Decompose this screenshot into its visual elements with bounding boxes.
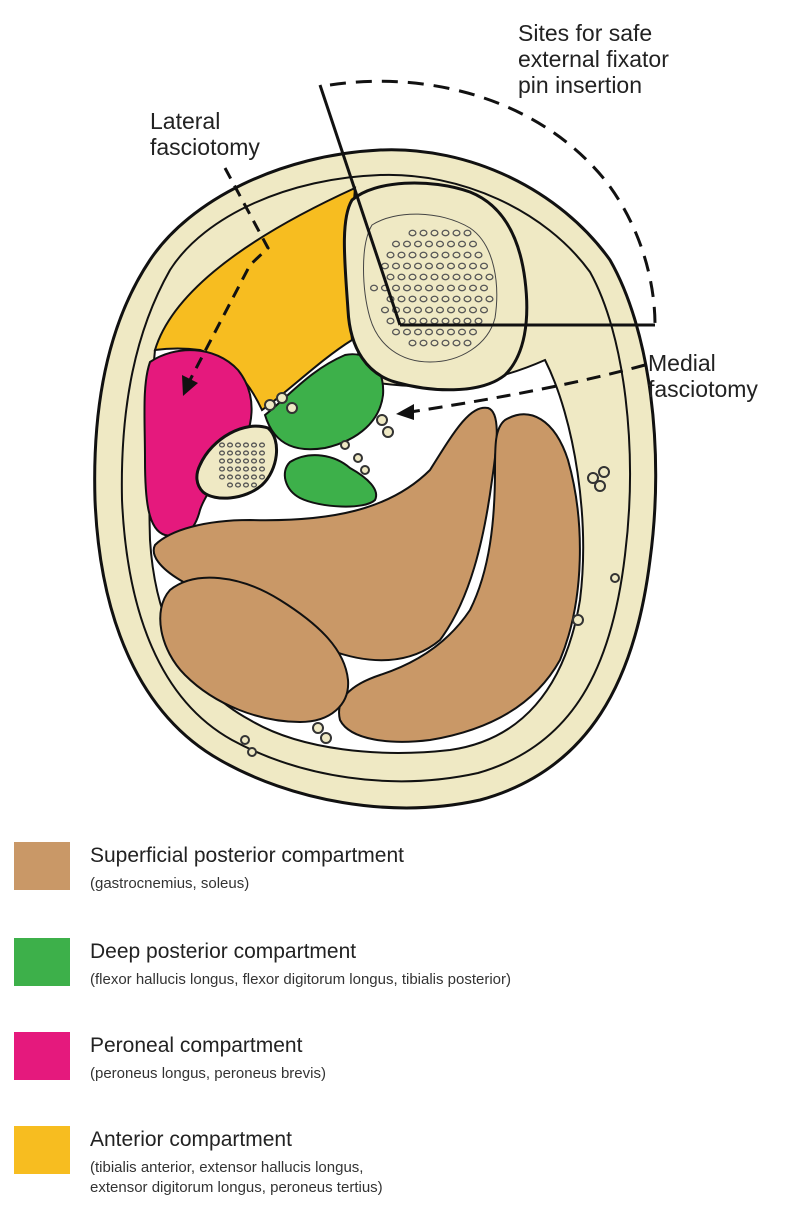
- legend-detail: (flexor hallucis longus, flexor digitoru…: [90, 970, 511, 990]
- legend-name: Superficial posterior compartment: [90, 844, 404, 868]
- legend-detail-line: (flexor hallucis longus, flexor digitoru…: [90, 970, 511, 990]
- legend-detail-line: (peroneus longus, peroneus brevis): [90, 1064, 326, 1084]
- legend-swatch: [14, 1126, 70, 1174]
- legend-detail: (tibialis anterior, extensor hallucis lo…: [90, 1158, 383, 1198]
- leg-cross-section-diagram: [0, 0, 789, 820]
- legend-swatch: [14, 842, 70, 890]
- legend-detail-line: extensor digitorum longus, peroneus tert…: [90, 1178, 383, 1198]
- pin-insertion-label-line: external fixator: [518, 46, 778, 72]
- medial-fasciotomy-label-line: Medial: [648, 350, 788, 376]
- pin-insertion-label-line: pin insertion: [518, 72, 778, 98]
- pin-insertion-label: Sites for safe external fixator pin inse…: [518, 20, 778, 98]
- medial-fasciotomy-label: Medial fasciotomy: [648, 350, 788, 402]
- legend-name: Anterior compartment: [90, 1128, 292, 1152]
- lateral-fasciotomy-label: Lateral fasciotomy: [150, 108, 350, 160]
- legend-swatch: [14, 938, 70, 986]
- legend-name: Deep posterior compartment: [90, 940, 356, 964]
- legend-detail: (peroneus longus, peroneus brevis): [90, 1064, 326, 1084]
- legend: Superficial posterior compartment (gastr…: [0, 830, 789, 1230]
- pin-insertion-label-line: Sites for safe: [518, 20, 778, 46]
- legend-detail-line: (tibialis anterior, extensor hallucis lo…: [90, 1158, 383, 1178]
- lateral-fasciotomy-label-line: fasciotomy: [150, 134, 350, 160]
- legend-detail-line: (gastrocnemius, soleus): [90, 874, 249, 894]
- lateral-fasciotomy-label-line: Lateral: [150, 108, 350, 134]
- medial-fasciotomy-label-line: fasciotomy: [648, 376, 788, 402]
- legend-name: Peroneal compartment: [90, 1034, 302, 1058]
- legend-detail: (gastrocnemius, soleus): [90, 874, 249, 894]
- legend-swatch: [14, 1032, 70, 1080]
